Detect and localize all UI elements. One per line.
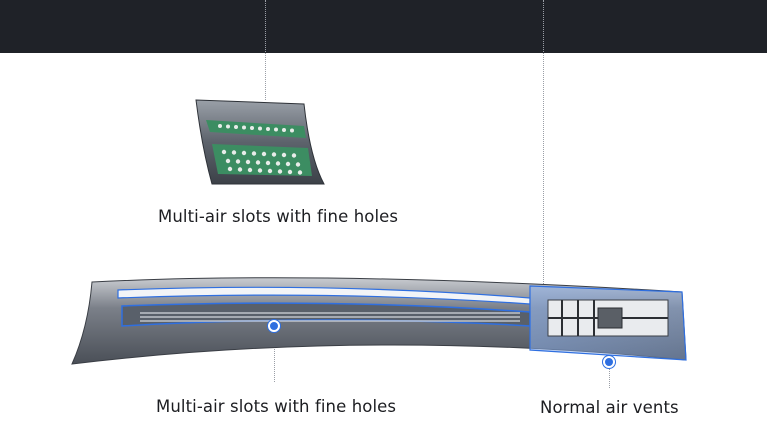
caption-dashboard-slots: Multi-air slots with fine holes (156, 397, 397, 416)
leader-line-normal-vents (609, 362, 610, 388)
leader-line-dashboard-slots (274, 326, 275, 382)
caption-small-vent: Multi-air slots with fine holes (158, 207, 399, 226)
leader-line-normal-vents-upper (543, 0, 544, 288)
top-dark-band (0, 0, 767, 53)
marker-dashboard-slots (268, 320, 280, 332)
caption-normal-vents: Normal air vents (540, 398, 679, 417)
leader-line-small-vent (265, 0, 266, 100)
small-vent-illustration (195, 99, 325, 185)
dashboard-vent-illustration (71, 277, 687, 365)
marker-normal-vents (603, 356, 615, 368)
